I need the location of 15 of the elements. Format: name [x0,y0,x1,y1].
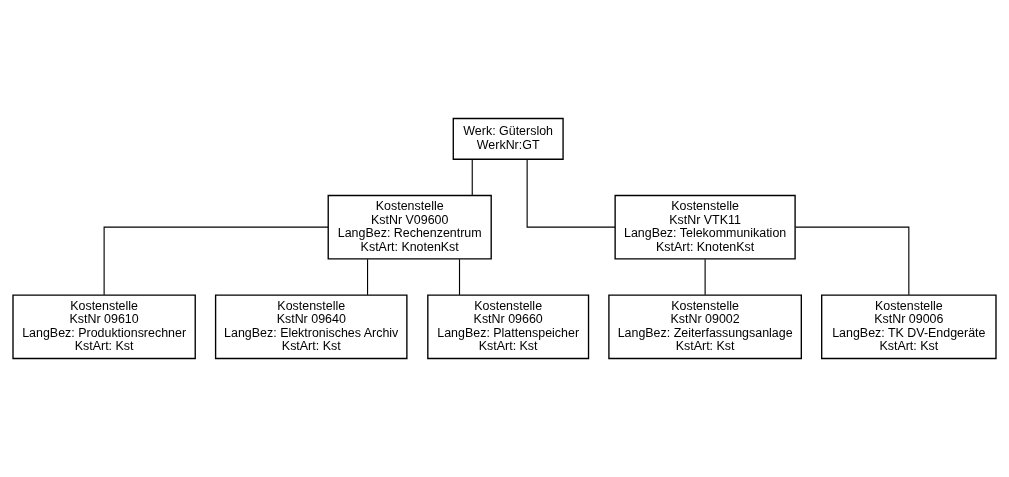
node-box: Kostenstelle KstNr V09600 LangBez: Rechenzentrum KstArt: KnotenKst [327,194,492,260]
connector [704,258,706,296]
connector [526,158,616,228]
node-box: Kostenstelle KstNr 09006 LangBez: TK DV-Endgeräte KstArt: Kst [821,294,997,360]
connector [103,226,329,296]
node-box: Kostenstelle KstNr 09660 LangBez: Plattenspeicher KstArt: Kst [427,294,590,360]
node-box: Kostenstelle KstNr 09610 LangBez: Produktionsrechner KstArt: Kst [12,294,196,360]
node-box: Kostenstelle KstNr 09002 LangBez: Zeiterfassungsanlage KstArt: Kst [608,294,802,360]
node-box: Werk: Gütersloh WerkNr:GT [452,117,564,160]
connector [471,158,473,196]
node-box: Kostenstelle KstNr 09640 LangBez: Elektronisches Archiv KstArt: Kst [214,294,408,360]
connector [458,258,461,296]
connector [367,258,369,296]
node-box: Kostenstelle KstNr VTK11 LangBez: Telekommunikation KstArt: KnotenKst [614,194,796,260]
connector [794,226,910,296]
